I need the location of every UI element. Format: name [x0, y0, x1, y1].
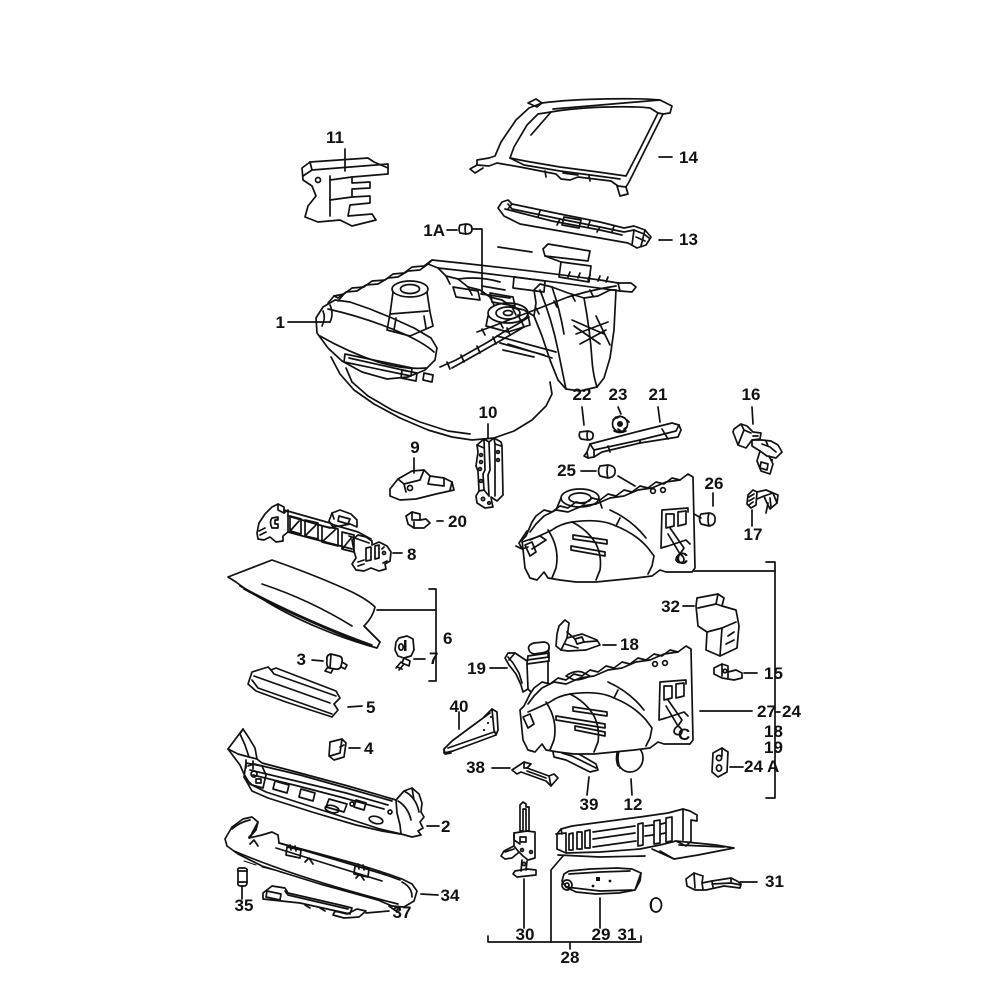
- svg-text:24: 24: [782, 702, 801, 721]
- svg-text:31: 31: [618, 925, 637, 944]
- svg-text:18: 18: [620, 635, 639, 654]
- svg-text:19: 19: [764, 738, 783, 757]
- svg-text:4: 4: [364, 739, 374, 758]
- svg-text:15: 15: [764, 664, 783, 683]
- svg-text:2: 2: [441, 817, 450, 836]
- svg-text:9: 9: [410, 438, 419, 457]
- svg-text:37: 37: [393, 903, 412, 922]
- svg-text:31: 31: [765, 872, 784, 891]
- svg-text:10: 10: [479, 403, 498, 422]
- svg-text:17: 17: [744, 525, 763, 544]
- svg-text:C: C: [678, 725, 690, 744]
- svg-text:1: 1: [276, 313, 285, 332]
- svg-text:14: 14: [679, 148, 698, 167]
- svg-text:38: 38: [466, 758, 485, 777]
- svg-text:25: 25: [557, 461, 576, 480]
- svg-text:39: 39: [580, 795, 599, 814]
- svg-text:7: 7: [429, 649, 438, 668]
- svg-text:1A: 1A: [423, 221, 445, 240]
- svg-text:C: C: [676, 549, 688, 568]
- svg-text:24 A: 24 A: [744, 757, 779, 776]
- svg-text:28: 28: [561, 948, 580, 967]
- svg-text:32: 32: [661, 597, 680, 616]
- svg-text:8: 8: [407, 545, 416, 564]
- svg-text:5: 5: [366, 698, 375, 717]
- svg-text:20: 20: [448, 512, 467, 531]
- svg-text:18: 18: [764, 722, 783, 741]
- svg-text:16: 16: [742, 385, 761, 404]
- svg-text:22: 22: [573, 385, 592, 404]
- svg-text:34: 34: [441, 886, 460, 905]
- svg-text:27: 27: [757, 702, 776, 721]
- svg-text:21: 21: [649, 385, 668, 404]
- svg-text:12: 12: [624, 795, 643, 814]
- svg-text:40: 40: [450, 697, 469, 716]
- svg-text:35: 35: [235, 896, 254, 915]
- svg-text:23: 23: [609, 385, 628, 404]
- svg-text:30: 30: [516, 925, 535, 944]
- svg-text:6: 6: [443, 629, 452, 648]
- svg-text:29: 29: [592, 925, 611, 944]
- svg-text:19: 19: [467, 659, 486, 678]
- svg-text:13: 13: [679, 230, 698, 249]
- svg-text:3: 3: [297, 650, 306, 669]
- svg-text:11: 11: [326, 128, 344, 147]
- svg-text:26: 26: [705, 474, 724, 493]
